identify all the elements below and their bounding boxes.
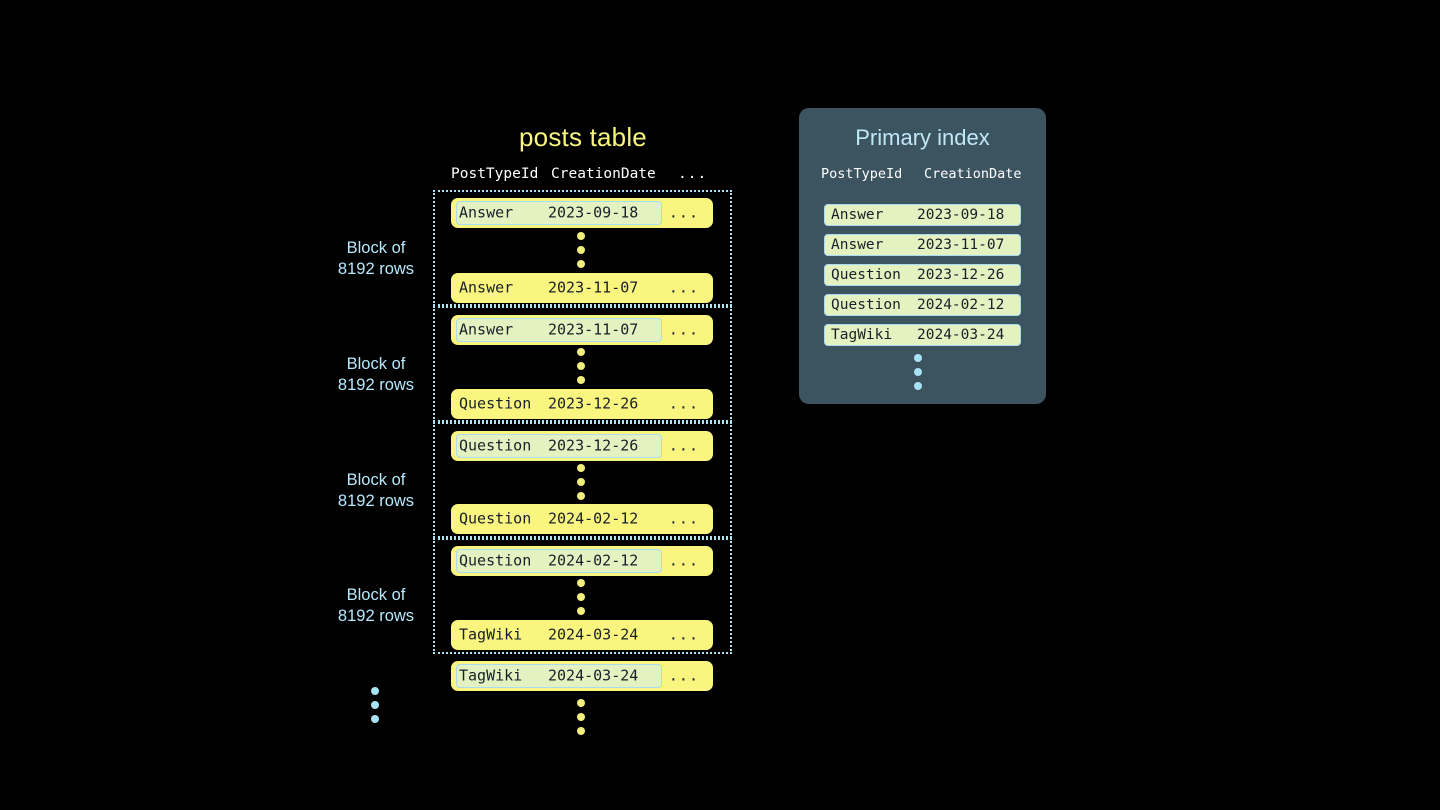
index-column-header-posttypeid: PostTypeId xyxy=(821,166,903,182)
posts-table-column-headers: PostTypeId CreationDate ... xyxy=(451,166,713,186)
column-header-more-ellipsis: ... xyxy=(678,166,708,182)
table-row: Question 2023-12-26 ... xyxy=(451,389,713,419)
posts-table-title: posts table xyxy=(519,122,647,152)
index-row-creationdate: 2023-12-26 xyxy=(917,266,1005,283)
row-ellipsis: ... xyxy=(668,666,699,685)
row-posttypeid: Question xyxy=(459,394,532,413)
column-header-creationdate: CreationDate xyxy=(551,166,656,182)
blocks-continuation-dots xyxy=(371,687,379,723)
index-row: Answer 2023-11-07 xyxy=(824,234,1021,256)
row-ellipsis: ... xyxy=(668,625,699,644)
block-3-label-line1: Block of xyxy=(346,471,406,489)
row-key-highlight xyxy=(456,201,662,225)
table-row: Question 2024-02-12 ... xyxy=(451,546,713,576)
index-row-creationdate: 2024-02-12 xyxy=(917,296,1005,313)
row-key-highlight xyxy=(456,664,662,688)
index-row: TagWiki 2024-03-24 xyxy=(824,324,1021,346)
table-row: Answer 2023-09-18 ... xyxy=(451,198,713,228)
block-4-label: Block of 8192 rows xyxy=(311,585,441,627)
index-row-posttypeid: Question xyxy=(831,266,901,283)
block-2-label: Block of 8192 rows xyxy=(311,354,441,396)
block-4-label-line1: Block of xyxy=(346,586,406,604)
row-creationdate: 2023-09-18 xyxy=(548,203,639,222)
row-ellipsis: ... xyxy=(668,509,699,528)
row-creationdate: 2023-11-07 xyxy=(548,278,639,297)
row-key-highlight xyxy=(456,549,662,573)
table-row: Answer 2023-11-07 ... xyxy=(451,315,713,345)
row-ellipsis: ... xyxy=(668,203,699,222)
index-row: Answer 2023-09-18 xyxy=(824,204,1021,226)
block-4-label-line2: 8192 rows xyxy=(337,607,415,625)
row-key-highlight xyxy=(456,434,662,458)
block-2-label-line2: 8192 rows xyxy=(337,376,415,394)
table-continuation-dots xyxy=(577,699,585,735)
row-ellipsis: ... xyxy=(668,436,699,455)
row-ellipsis: ... xyxy=(668,278,699,297)
index-continuation-dots xyxy=(914,354,922,390)
row-gap-dots xyxy=(577,579,585,615)
block-1-label-line1: Block of xyxy=(346,239,406,257)
row-creationdate: 2024-02-12 xyxy=(548,509,639,528)
row-ellipsis: ... xyxy=(668,394,699,413)
block-3-label: Block of 8192 rows xyxy=(311,470,441,512)
row-gap-dots xyxy=(577,232,585,268)
block-2 xyxy=(433,306,732,422)
table-row: Question 2024-02-12 ... xyxy=(451,504,713,534)
primary-index-column-headers: PostTypeId CreationDate xyxy=(821,166,1027,184)
index-row-posttypeid: Answer xyxy=(831,206,884,223)
row-creationdate: 2023-11-07 xyxy=(548,320,639,339)
row-ellipsis: ... xyxy=(668,551,699,570)
row-creationdate: 2023-12-26 xyxy=(548,394,639,413)
row-posttypeid: Question xyxy=(459,436,532,455)
row-gap-dots xyxy=(577,464,585,500)
row-posttypeid: TagWiki xyxy=(459,625,523,644)
row-ellipsis: ... xyxy=(668,320,699,339)
index-row-creationdate: 2023-11-07 xyxy=(917,236,1005,253)
column-header-posttypeid: PostTypeId xyxy=(451,166,539,182)
table-row: TagWiki 2024-03-24 ... xyxy=(451,620,713,650)
row-posttypeid: Answer xyxy=(459,320,514,339)
row-posttypeid: Answer xyxy=(459,203,514,222)
row-creationdate: 2024-03-24 xyxy=(548,666,639,685)
row-creationdate: 2024-02-12 xyxy=(548,551,639,570)
table-row: Question 2023-12-26 ... xyxy=(451,431,713,461)
index-row-posttypeid: TagWiki xyxy=(831,326,893,343)
index-row-posttypeid: Answer xyxy=(831,236,884,253)
row-gap-dots xyxy=(577,348,585,384)
index-row: Question 2024-02-12 xyxy=(824,294,1021,316)
block-1-label-line2: 8192 rows xyxy=(337,260,415,278)
index-column-header-creationdate: CreationDate xyxy=(924,166,1022,182)
index-row-creationdate: 2024-03-24 xyxy=(917,326,1005,343)
primary-index-title: Primary index xyxy=(855,125,990,150)
row-creationdate: 2023-12-26 xyxy=(548,436,639,455)
block-1 xyxy=(433,190,732,306)
row-posttypeid: TagWiki xyxy=(459,666,523,685)
block-3-label-line2: 8192 rows xyxy=(337,492,415,510)
primary-index-panel: Primary index PostTypeId CreationDate An… xyxy=(799,108,1046,404)
index-row-creationdate: 2023-09-18 xyxy=(917,206,1005,223)
index-row: Question 2023-12-26 xyxy=(824,264,1021,286)
block-1-label: Block of 8192 rows xyxy=(311,238,441,280)
row-key-highlight xyxy=(456,318,662,342)
table-row: TagWiki 2024-03-24 ... xyxy=(451,661,713,691)
block-2-label-line1: Block of xyxy=(346,355,406,373)
row-posttypeid: Question xyxy=(459,509,532,528)
table-row: Answer 2023-11-07 ... xyxy=(451,273,713,303)
block-4 xyxy=(433,538,732,654)
row-posttypeid: Question xyxy=(459,551,532,570)
block-3 xyxy=(433,422,732,538)
row-creationdate: 2024-03-24 xyxy=(548,625,639,644)
row-posttypeid: Answer xyxy=(459,278,514,297)
index-row-posttypeid: Question xyxy=(831,296,901,313)
